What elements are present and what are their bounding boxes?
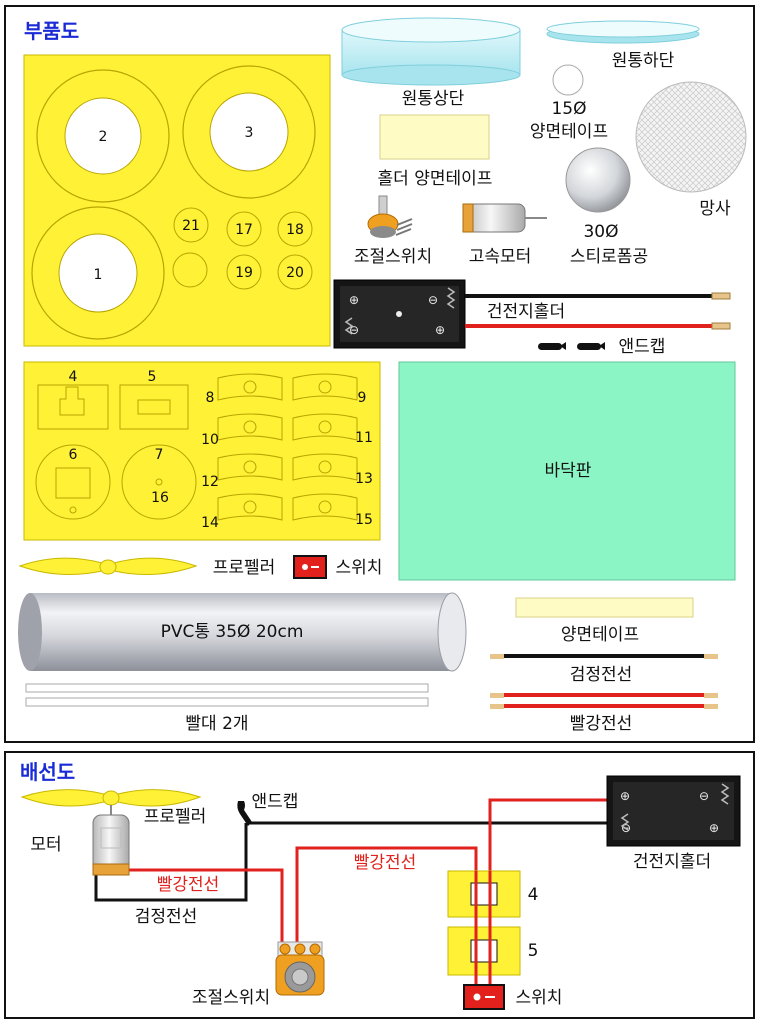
part-number-3: 3 xyxy=(245,125,254,141)
straws xyxy=(25,683,429,707)
wiring-wires-over xyxy=(474,871,492,990)
part-number-20: 20 xyxy=(286,265,304,281)
part-number-9: 9 xyxy=(358,390,367,406)
wiring-part-5-label: 5 xyxy=(528,941,539,961)
end-cap-label: 앤드캡 xyxy=(619,337,666,357)
wiring-motor xyxy=(92,814,130,876)
svg-text:⊖: ⊖ xyxy=(699,789,709,803)
tape-15-label: 양면테이프 xyxy=(530,122,608,142)
battery-holder-part: ⊕ ⊖ ⊖ ⊕ xyxy=(333,279,466,349)
potentiometer-label: 조절스위치 xyxy=(354,247,432,267)
svg-text:⊖: ⊖ xyxy=(349,323,359,337)
part-number-7: 7 xyxy=(155,447,164,463)
part-number-13: 13 xyxy=(355,471,373,487)
base-plate-label: 바닥판 xyxy=(545,461,592,481)
part-number-19: 19 xyxy=(235,265,253,281)
ball-label: 스티로폼공 xyxy=(570,247,648,267)
part-number-10: 10 xyxy=(201,432,219,448)
part-number-2: 2 xyxy=(99,129,108,145)
wiring-red-label-1: 빨강전선 xyxy=(157,875,220,895)
wiring-propeller xyxy=(20,789,202,818)
part-number-1: 1 xyxy=(94,267,103,283)
switch-part xyxy=(293,555,327,579)
straw-label: 빨대 2개 xyxy=(185,714,248,734)
part-number-8: 8 xyxy=(206,390,215,406)
holder-tape-label: 홀더 양면테이프 xyxy=(378,169,493,189)
propeller-part xyxy=(18,557,198,576)
battery-holder-wires xyxy=(465,292,731,330)
wiring-black-label: 검정전선 xyxy=(135,907,198,927)
part-number-16: 16 xyxy=(151,490,169,506)
svg-text:⊕: ⊕ xyxy=(620,789,630,803)
double-sided-tape xyxy=(515,597,694,618)
wiring-motor-label: 모터 xyxy=(30,835,61,855)
mesh-label: 망사 xyxy=(699,199,731,219)
part-number-17: 17 xyxy=(235,222,253,238)
motor-part xyxy=(462,203,547,233)
part-number-12: 12 xyxy=(201,474,219,490)
end-cap-part xyxy=(538,342,605,350)
wiring-title: 배선도 xyxy=(20,760,75,784)
wiring-potentiometer-label: 조절스위치 xyxy=(192,988,270,1008)
switch-label: 스위치 xyxy=(336,558,383,578)
tape-label: 양면테이프 xyxy=(561,625,639,645)
cylinder-top xyxy=(341,17,521,86)
wiring-battery-holder-label: 건전지홀더 xyxy=(633,852,711,872)
yellow-sheet-top: 2 3 1 21 17 18 19 20 xyxy=(23,54,331,347)
base-plate xyxy=(398,361,736,581)
cylinder-bottom-label: 원통하단 xyxy=(612,51,675,71)
black-wire-label: 검정전선 xyxy=(570,665,633,685)
wiring-part-4-label: 4 xyxy=(528,885,539,905)
wiring-battery-holder: ⊕ ⊖ ⊖ ⊕ xyxy=(606,775,741,847)
holder-tape xyxy=(379,114,490,160)
parts-title: 부품도 xyxy=(24,19,79,43)
cylinder-top-label: 원통상단 xyxy=(402,89,465,109)
cylinder-bottom xyxy=(546,20,700,44)
wiring-part-4 xyxy=(447,870,521,918)
wiring-end-cap xyxy=(237,801,252,826)
ball-size: 30Ø xyxy=(583,222,618,242)
mesh-circle xyxy=(635,81,747,193)
svg-text:⊕: ⊕ xyxy=(349,293,359,307)
pvc-tube xyxy=(18,592,467,672)
part-number-14: 14 xyxy=(201,515,219,531)
part-number-18: 18 xyxy=(286,222,304,238)
propeller-label: 프로펠러 xyxy=(213,558,276,578)
part-number-21: 21 xyxy=(182,218,200,234)
red-wire-label: 빨강전선 xyxy=(570,714,633,734)
wiring-red-label-2: 빨강전선 xyxy=(354,853,417,873)
styrofoam-ball xyxy=(565,147,631,213)
svg-text:⊖: ⊖ xyxy=(428,293,438,307)
part-number-5: 5 xyxy=(148,369,157,385)
potentiometer-part xyxy=(367,195,413,238)
svg-text:⊕: ⊕ xyxy=(435,323,445,337)
motor-label: 고속모터 xyxy=(469,247,532,267)
part-number-6: 6 xyxy=(69,447,78,463)
wiring-potentiometer xyxy=(275,941,325,996)
black-wire-part xyxy=(490,654,718,659)
part-number-15: 15 xyxy=(355,512,373,528)
svg-text:⊕: ⊕ xyxy=(709,821,719,835)
battery-holder-label: 건전지홀더 xyxy=(487,302,565,322)
wiring-propeller-label: 프로펠러 xyxy=(144,807,207,827)
wiring-end-cap-label: 앤드캡 xyxy=(252,792,299,812)
red-wire-part xyxy=(490,693,718,709)
wiring-switch xyxy=(463,984,505,1010)
wiring-switch-label: 스위치 xyxy=(516,988,563,1008)
part-number-11: 11 xyxy=(355,430,373,446)
wiring-part-5 xyxy=(447,926,521,976)
tape-15-circle xyxy=(552,64,584,96)
yellow-sheet-bottom: 4 5 6 7 16 8 9 10 11 12 13 14 15 xyxy=(23,361,381,541)
pvc-label: PVC통 35Ø 20cm xyxy=(161,622,304,642)
tape-15-size: 15Ø xyxy=(551,99,586,119)
part-number-4: 4 xyxy=(69,369,78,385)
